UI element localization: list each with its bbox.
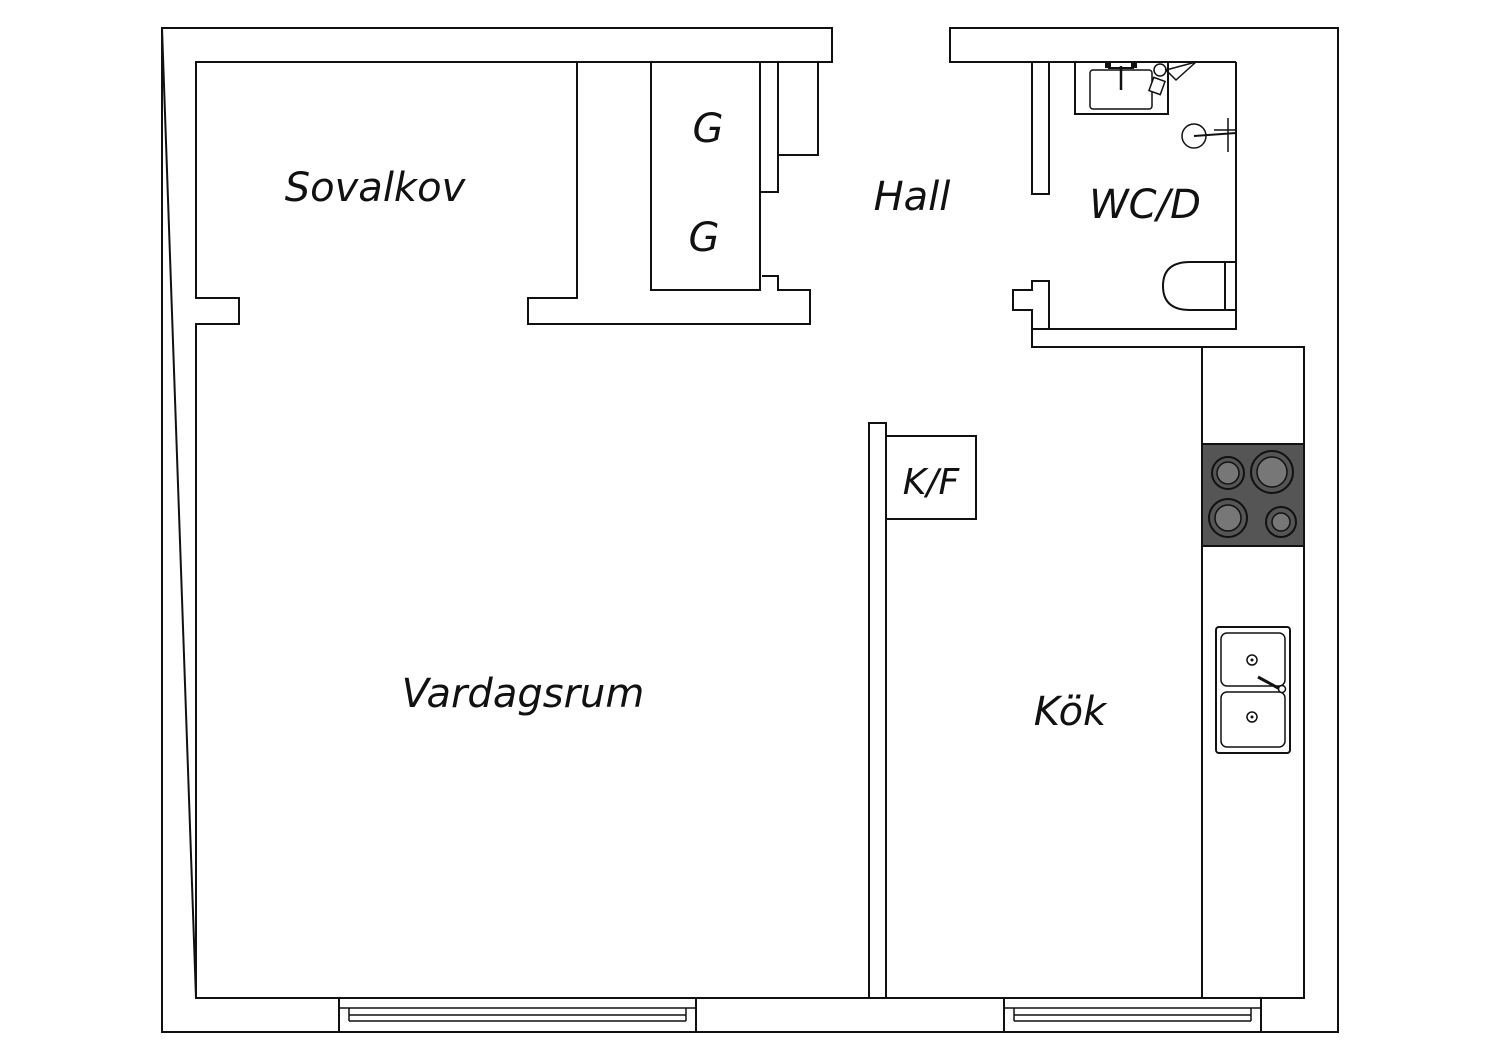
fridge-freezer — [885, 435, 977, 520]
label-vardagsrum: Vardagsrum — [402, 671, 645, 717]
window-kitchen — [1003, 997, 1262, 1033]
kitchen-sink-icon — [1215, 626, 1291, 754]
label-closet-bottom: G — [689, 215, 720, 261]
label-closet-top: G — [693, 106, 724, 152]
faucet-icon — [1148, 61, 1197, 96]
window-living-room — [338, 997, 697, 1033]
bathroom-walls — [1012, 62, 1050, 347]
label-hall: Hall — [874, 174, 951, 220]
label-wcd: WC/D — [1089, 182, 1201, 228]
closets — [650, 61, 819, 291]
shower-icon — [1181, 118, 1237, 152]
label-sovalkov: Sovalkov — [285, 165, 467, 211]
stove-icon — [1201, 443, 1305, 547]
label-kok: Kök — [1034, 689, 1108, 735]
partition-wall — [868, 422, 887, 999]
toilet-icon — [1161, 261, 1237, 311]
label-fridge: K/F — [903, 462, 961, 503]
sovalkov-walls — [527, 62, 811, 325]
